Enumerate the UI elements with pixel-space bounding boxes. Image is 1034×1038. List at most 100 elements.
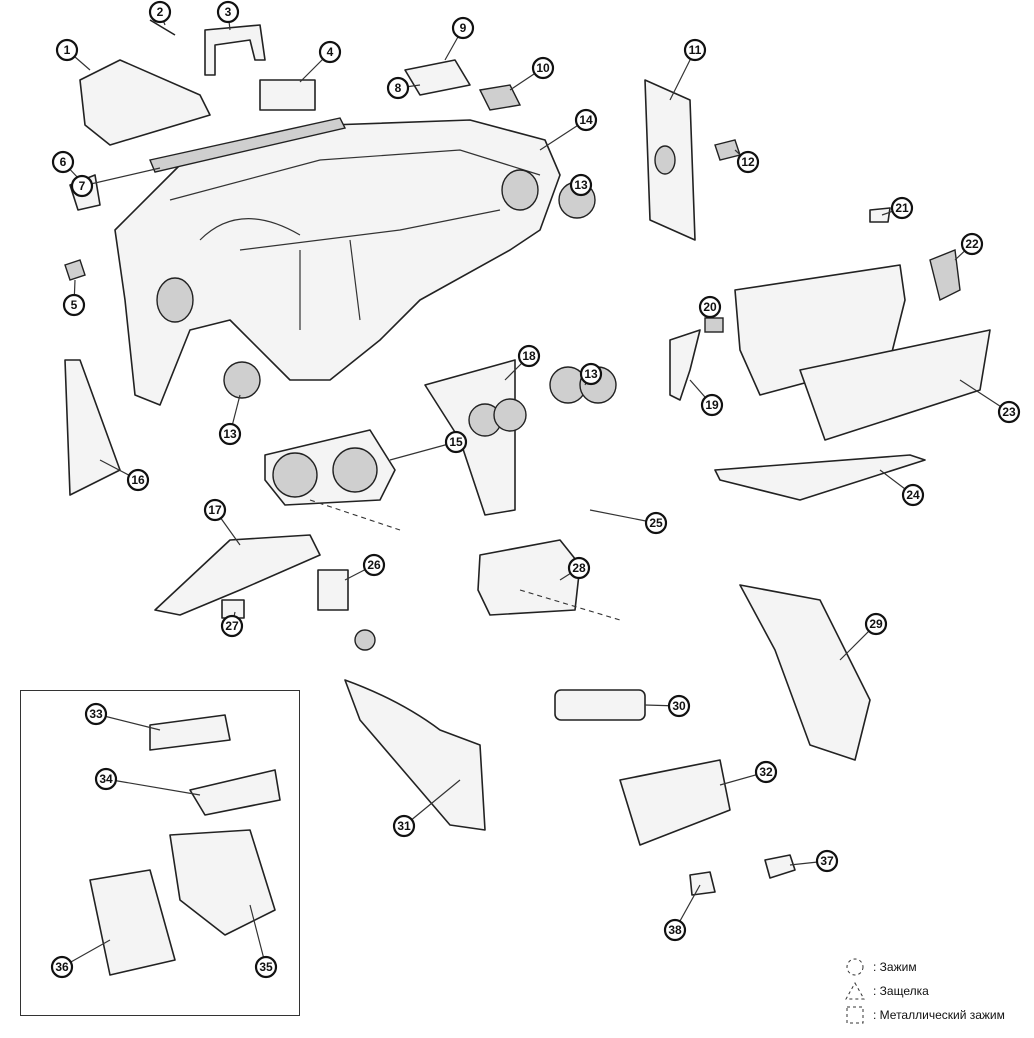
callout-number: 9 bbox=[460, 21, 467, 35]
callout-23: 23 bbox=[997, 400, 1021, 424]
callout-number: 19 bbox=[705, 398, 719, 412]
legend-label: : Защелка bbox=[873, 984, 929, 998]
callout-number: 33 bbox=[89, 707, 103, 721]
callout-34: 34 bbox=[94, 767, 118, 791]
callout-number: 15 bbox=[449, 435, 463, 449]
callout-circle bbox=[451, 16, 475, 40]
callout-circle bbox=[698, 295, 722, 319]
callout-number: 13 bbox=[223, 427, 237, 441]
callout-circle bbox=[890, 196, 914, 220]
callout-number: 10 bbox=[536, 61, 550, 75]
callout-number: 13 bbox=[584, 367, 598, 381]
callout-10: 10 bbox=[531, 56, 555, 80]
callout-number: 29 bbox=[869, 617, 883, 631]
callout-number: 8 bbox=[395, 81, 402, 95]
callout-number: 3 bbox=[225, 5, 232, 19]
callout-36: 36 bbox=[50, 955, 74, 979]
callout-2: 2 bbox=[148, 0, 172, 24]
callout-circle bbox=[386, 76, 410, 100]
callout-number: 30 bbox=[672, 699, 686, 713]
leader-line bbox=[389, 441, 457, 461]
callout-13: 13 bbox=[569, 173, 593, 197]
callout-number: 37 bbox=[820, 854, 834, 868]
leader-line bbox=[81, 167, 161, 187]
callout-number: 18 bbox=[522, 349, 536, 363]
callout-circle bbox=[569, 173, 593, 197]
glove-box-lid bbox=[799, 329, 991, 441]
callout-number: 34 bbox=[99, 772, 113, 786]
callout-31: 31 bbox=[392, 814, 416, 838]
callout-20: 20 bbox=[698, 295, 722, 319]
callout-13: 13 bbox=[218, 422, 242, 446]
callout-29: 29 bbox=[864, 612, 888, 636]
callout-circle bbox=[579, 362, 603, 386]
callout-circle bbox=[683, 38, 707, 62]
top-cover bbox=[79, 59, 211, 146]
callout-circle bbox=[362, 553, 386, 577]
callout-3: 3 bbox=[216, 0, 240, 24]
callout-circle bbox=[62, 293, 86, 317]
callout-circle bbox=[960, 232, 984, 256]
callout-number: 12 bbox=[741, 155, 755, 169]
legend-item-clip: : Зажим bbox=[843, 955, 1005, 979]
audio-unit bbox=[477, 539, 581, 616]
legend-item-latch: : Защелка bbox=[843, 979, 1005, 1003]
callout-circle bbox=[754, 760, 778, 784]
callout-circle bbox=[700, 393, 724, 417]
callout-circle bbox=[444, 430, 468, 454]
callout-circle bbox=[216, 0, 240, 24]
callout-circle bbox=[663, 918, 687, 942]
callout-number: 13 bbox=[574, 178, 588, 192]
callout-circle bbox=[567, 556, 591, 580]
callout-circle bbox=[644, 511, 668, 535]
callout-33: 33 bbox=[84, 702, 108, 726]
callout-number: 22 bbox=[965, 237, 979, 251]
callout-11: 11 bbox=[683, 38, 707, 62]
callout-30: 30 bbox=[667, 694, 691, 718]
climate-control bbox=[554, 689, 646, 721]
callout-8: 8 bbox=[386, 76, 410, 100]
leader-line bbox=[105, 778, 201, 796]
callout-number: 16 bbox=[131, 473, 145, 487]
callout-37: 37 bbox=[815, 849, 839, 873]
callout-circle bbox=[50, 955, 74, 979]
callout-circle bbox=[203, 498, 227, 522]
callout-number: 6 bbox=[60, 155, 67, 169]
callout-number: 31 bbox=[397, 819, 411, 833]
callout-number: 32 bbox=[759, 765, 773, 779]
callout-28: 28 bbox=[567, 556, 591, 580]
callout-number: 36 bbox=[55, 960, 69, 974]
defroster-grille bbox=[149, 117, 347, 173]
callout-number: 4 bbox=[327, 45, 334, 59]
callout-number: 21 bbox=[895, 201, 909, 215]
callout-number: 1 bbox=[64, 43, 71, 57]
callout-circle bbox=[318, 40, 342, 64]
callout-circle bbox=[997, 400, 1021, 424]
leader-line bbox=[589, 509, 657, 524]
callout-22: 22 bbox=[960, 232, 984, 256]
callout-7: 7 bbox=[70, 174, 94, 198]
callout-24: 24 bbox=[901, 483, 925, 507]
callout-circle bbox=[220, 614, 244, 638]
callout-circle bbox=[84, 702, 108, 726]
inset-frame bbox=[20, 690, 300, 1016]
callout-circle bbox=[126, 468, 150, 492]
callout-number: 2 bbox=[157, 5, 164, 19]
callout-number: 7 bbox=[79, 179, 86, 193]
callout-38: 38 bbox=[663, 918, 687, 942]
dashed-triangle-icon bbox=[845, 981, 865, 1000]
callout-15: 15 bbox=[444, 430, 468, 454]
callout-number: 35 bbox=[259, 960, 273, 974]
callout-number: 23 bbox=[1002, 405, 1016, 419]
callout-circle bbox=[815, 849, 839, 873]
callout-circle bbox=[148, 0, 172, 24]
callout-circle bbox=[901, 483, 925, 507]
legend-item-metal-clip: : Металлический зажим bbox=[843, 1003, 1005, 1027]
callout-circle bbox=[218, 422, 242, 446]
callout-number: 28 bbox=[572, 561, 586, 575]
callout-12: 12 bbox=[736, 150, 760, 174]
callout-number: 38 bbox=[668, 923, 682, 937]
callout-circle bbox=[94, 767, 118, 791]
callout-circle bbox=[864, 612, 888, 636]
